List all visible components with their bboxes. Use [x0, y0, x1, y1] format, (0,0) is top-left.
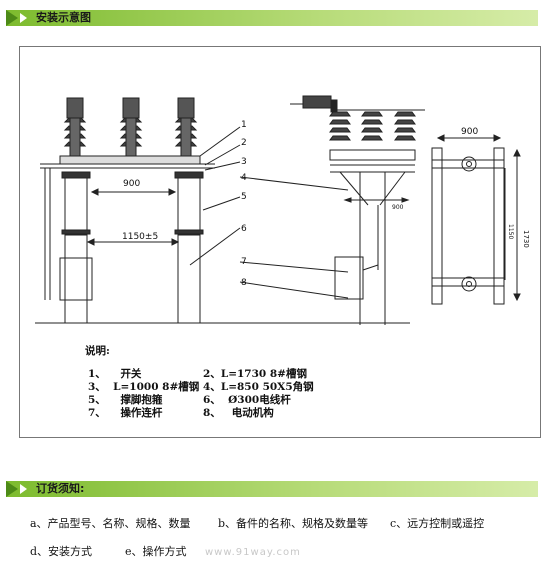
arrow-icon: [20, 484, 27, 494]
callout-7: 7: [241, 257, 247, 267]
watermark: www.91way.com: [205, 547, 301, 558]
order-note-b: b、备件的名称、规格及数量等: [218, 517, 369, 530]
legend-item: 6、 Ø300电线杆: [203, 394, 291, 406]
mechanism-box: [59, 257, 93, 301]
section-title: 安装示意图: [36, 11, 91, 24]
legend-item: 7、 操作连杆: [88, 407, 163, 419]
callout-3: 3: [241, 157, 247, 167]
dim-1150: 1150±5: [122, 232, 158, 242]
pole-right: [177, 174, 201, 236]
arrow-icon: [20, 13, 27, 23]
legend-heading: 说明:: [85, 345, 110, 357]
callout-5: 5: [241, 192, 247, 202]
dim-900-front: 900: [123, 179, 140, 189]
order-note-a: a、产品型号、名称、规格、数量: [30, 517, 191, 530]
order-note-e: e、操作方式: [125, 545, 187, 558]
section-header-ordering: 订货须知:: [6, 481, 538, 497]
callout-4: 4: [241, 173, 247, 183]
drawing-frame: [19, 46, 541, 438]
insulator-left: [63, 97, 87, 157]
legend-item: 4、L=850 50X5角钢: [203, 381, 314, 393]
legend-item: 8、 电动机构: [203, 407, 274, 419]
insulator-right: [174, 97, 198, 157]
legend-item: 1、 开关: [88, 368, 142, 380]
callout-8: 8: [241, 278, 247, 288]
pole-left: [64, 174, 88, 236]
order-note-c: c、远方控制或遥控: [390, 517, 485, 530]
legend-item: 2、L=1730 8#槽钢: [203, 368, 307, 380]
top-view: [431, 134, 521, 305]
switch-base: [59, 155, 201, 165]
dim-1730: 1730: [522, 230, 530, 248]
legend-item: 3、 L=1000 8#槽钢: [88, 381, 200, 393]
dim-900-side: 900: [392, 204, 404, 211]
insulator-middle: [119, 97, 143, 157]
dim-900-top: 900: [461, 127, 478, 137]
callout-1: 1: [241, 120, 247, 130]
arrow-icon: [6, 10, 18, 26]
legend-item: 5、 撑脚抱箍: [88, 394, 163, 406]
section-header-installation: 安装示意图: [6, 10, 538, 26]
callout-6: 6: [241, 224, 247, 234]
dim-1150-top: 1150: [507, 224, 514, 239]
side-view: [290, 95, 425, 325]
section-title: 订货须知:: [36, 482, 85, 495]
callout-2: 2: [241, 138, 247, 148]
order-note-d: d、安装方式: [30, 545, 93, 558]
installation-diagram: 900 1150±5 900 900 1730 1150 1 2 3 4 5 6…: [35, 95, 530, 325]
arrow-icon: [6, 481, 18, 497]
